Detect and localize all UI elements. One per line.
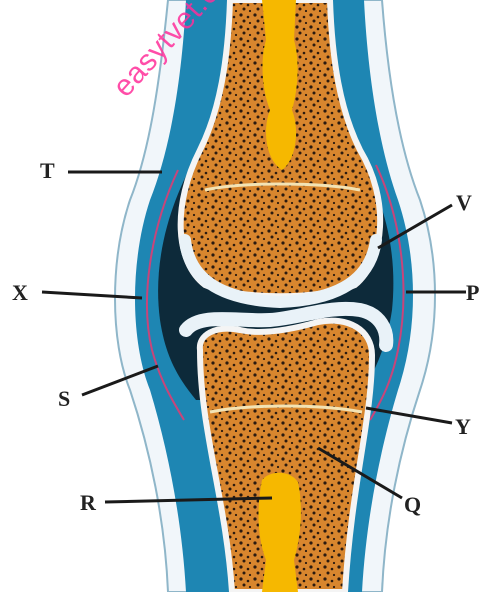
label-Y: Y — [455, 416, 471, 438]
label-Q: Q — [404, 494, 421, 516]
label-P: P — [466, 282, 479, 304]
label-T: T — [40, 160, 55, 182]
lower-marrow — [259, 473, 301, 592]
label-V: V — [456, 192, 472, 214]
upper-marrow — [262, 0, 298, 170]
label-S: S — [58, 388, 70, 410]
label-R: R — [80, 492, 96, 514]
label-X: X — [12, 282, 28, 304]
